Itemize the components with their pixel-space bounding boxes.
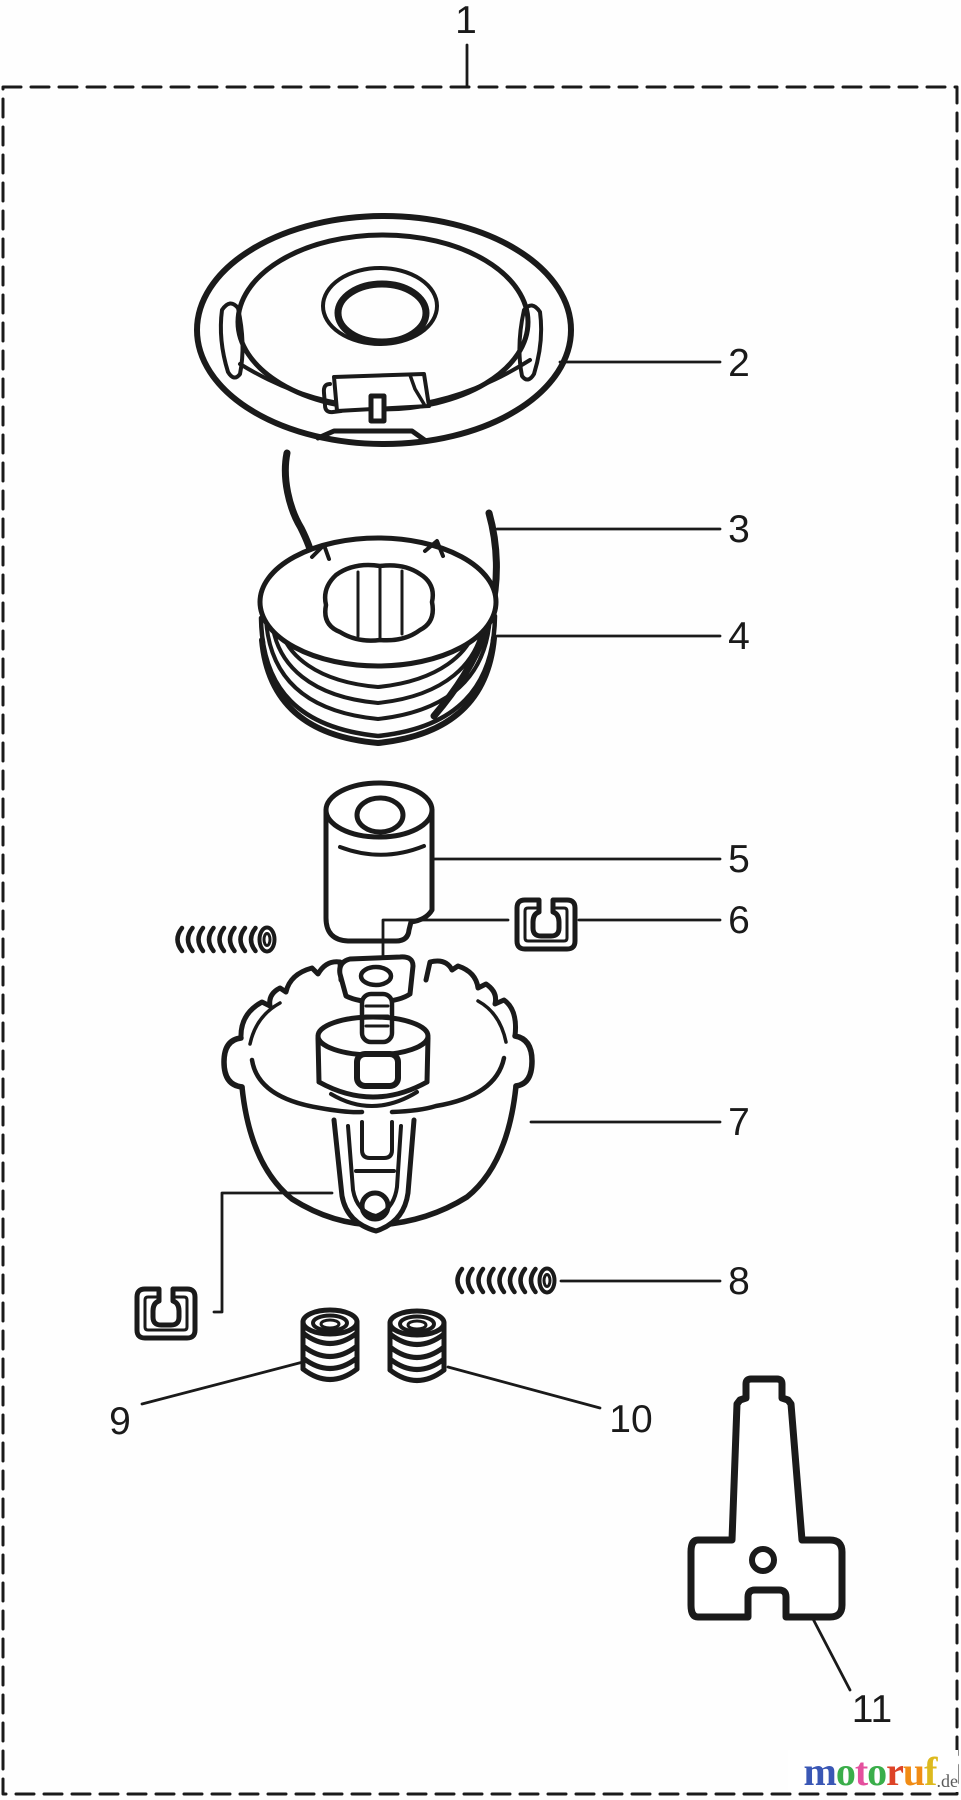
callout-1: 1 (455, 0, 477, 88)
watermark-letter: u (902, 1749, 925, 1794)
watermark-letter: m (803, 1749, 837, 1794)
watermark-letter: r (886, 1749, 904, 1794)
leader-line-lower-clip (212, 1191, 334, 1314)
part-7-head-housing (221, 954, 535, 1234)
callout-3-label: 3 (728, 508, 750, 551)
assembly-boundary-box (1, 85, 959, 1796)
callout-3: 3 (495, 508, 750, 551)
callout-6: 6 (381, 899, 750, 957)
watermark-letter: o (835, 1749, 856, 1794)
callout-1-label: 1 (455, 0, 477, 42)
part-8-spring (458, 1269, 555, 1293)
leader-line-6-left (381, 918, 510, 957)
motoruf-wordmark: motoruf (803, 1749, 938, 1794)
motoruf-watermark[interactable]: motoruf.de (788, 1750, 958, 1792)
part-6-retaining-clip (517, 900, 575, 949)
callout-6-label: 6 (728, 899, 750, 942)
callout-11: 11 (810, 1615, 893, 1731)
callout-10-label: 10 (609, 1398, 652, 1441)
leader-line-9 (140, 1360, 305, 1406)
watermark-suffix: .de (936, 1771, 959, 1791)
callout-9-label: 9 (109, 1400, 131, 1443)
callout-2: 2 (558, 342, 750, 385)
watermark-letter: t (854, 1749, 868, 1794)
leader-line-11 (810, 1615, 852, 1692)
part-2-spool-cover (194, 213, 574, 447)
callout-4-label: 4 (728, 615, 750, 658)
callout-5-label: 5 (728, 838, 750, 881)
callout-5: 5 (432, 838, 750, 881)
callout-8-label: 8 (728, 1260, 750, 1303)
part-4-line-spool (257, 535, 499, 746)
callout-2-label: 2 (728, 342, 750, 385)
callout-7-label: 7 (728, 1101, 750, 1144)
callout-9: 9 (109, 1360, 305, 1443)
watermark-letter: f (924, 1749, 937, 1794)
callout-7: 7 (529, 1101, 750, 1144)
part-6-retaining-clip-lower (137, 1289, 195, 1338)
callout-8: 8 (559, 1260, 750, 1303)
part-5-adapter-drum (323, 780, 435, 944)
upper-left-spring (178, 928, 275, 952)
callout-10: 10 (446, 1365, 653, 1441)
callout-4: 4 (495, 615, 750, 658)
callout-11-label: 11 (852, 1688, 893, 1731)
part-10-line-coil (390, 1311, 444, 1381)
watermark-letter: o (867, 1749, 887, 1794)
part-11-spool-tool (687, 1375, 846, 1621)
leader-line-10 (446, 1365, 602, 1410)
part-9-line-coil (303, 1310, 357, 1380)
